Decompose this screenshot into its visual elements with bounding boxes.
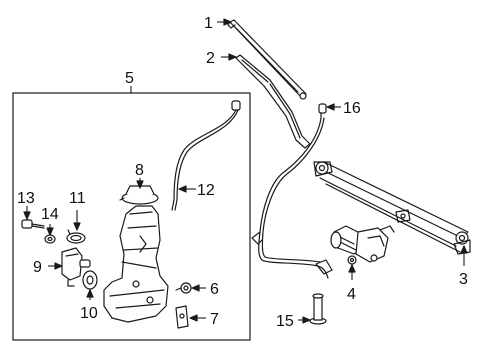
callout-16: 16 [343,100,361,117]
callout-8: 8 [135,162,144,179]
reservoir-cap [119,185,159,205]
callout-11: 11 [69,190,86,207]
arrow-3 [460,245,468,254]
arrow-1 [223,18,232,26]
arrow-10 [86,289,94,298]
callout-15: 15 [276,313,294,330]
callout-9: 9 [33,259,42,276]
callout-5: 5 [125,70,134,87]
washer-pump [61,247,91,287]
wiper-linkage [313,161,471,255]
arrow-6 [191,284,200,292]
arrow-9 [54,262,63,270]
reservoir-bracket [175,305,189,329]
washer-hose-main [251,117,333,279]
arrow-2 [228,53,237,61]
callout-3: 3 [459,271,468,288]
arrow-13 [23,211,31,220]
linkage-pivot-bolt [309,293,327,325]
arrow-7 [189,314,198,322]
hose-clamp [66,229,86,244]
callout-2: 2 [206,50,215,67]
callout-4: 4 [347,286,356,303]
wiper-arm [235,54,311,149]
arrow-16 [326,103,335,111]
arrow-14 [46,227,54,236]
callout-13: 13 [17,190,35,207]
washer-hose [171,100,241,211]
pump-grommet [82,270,98,290]
arrow-4 [348,264,356,273]
arrow-12 [178,185,187,193]
wiper-motor [330,225,395,265]
washer-reservoir [103,205,169,323]
callout-12: 12 [197,182,215,199]
callout-7: 7 [210,311,219,328]
sensor-seal [44,234,56,244]
callout-6: 6 [210,281,219,298]
reservoir-bolt [175,282,192,294]
callout-1: 1 [204,15,213,32]
wiper-blade [227,19,307,100]
washer-nozzle [318,103,327,119]
callout-14: 14 [41,206,59,223]
arrow-8 [136,180,144,189]
callout-10: 10 [80,305,98,322]
arrow-11 [73,222,81,231]
arrow-15 [302,316,311,324]
level-sensor [21,219,45,229]
